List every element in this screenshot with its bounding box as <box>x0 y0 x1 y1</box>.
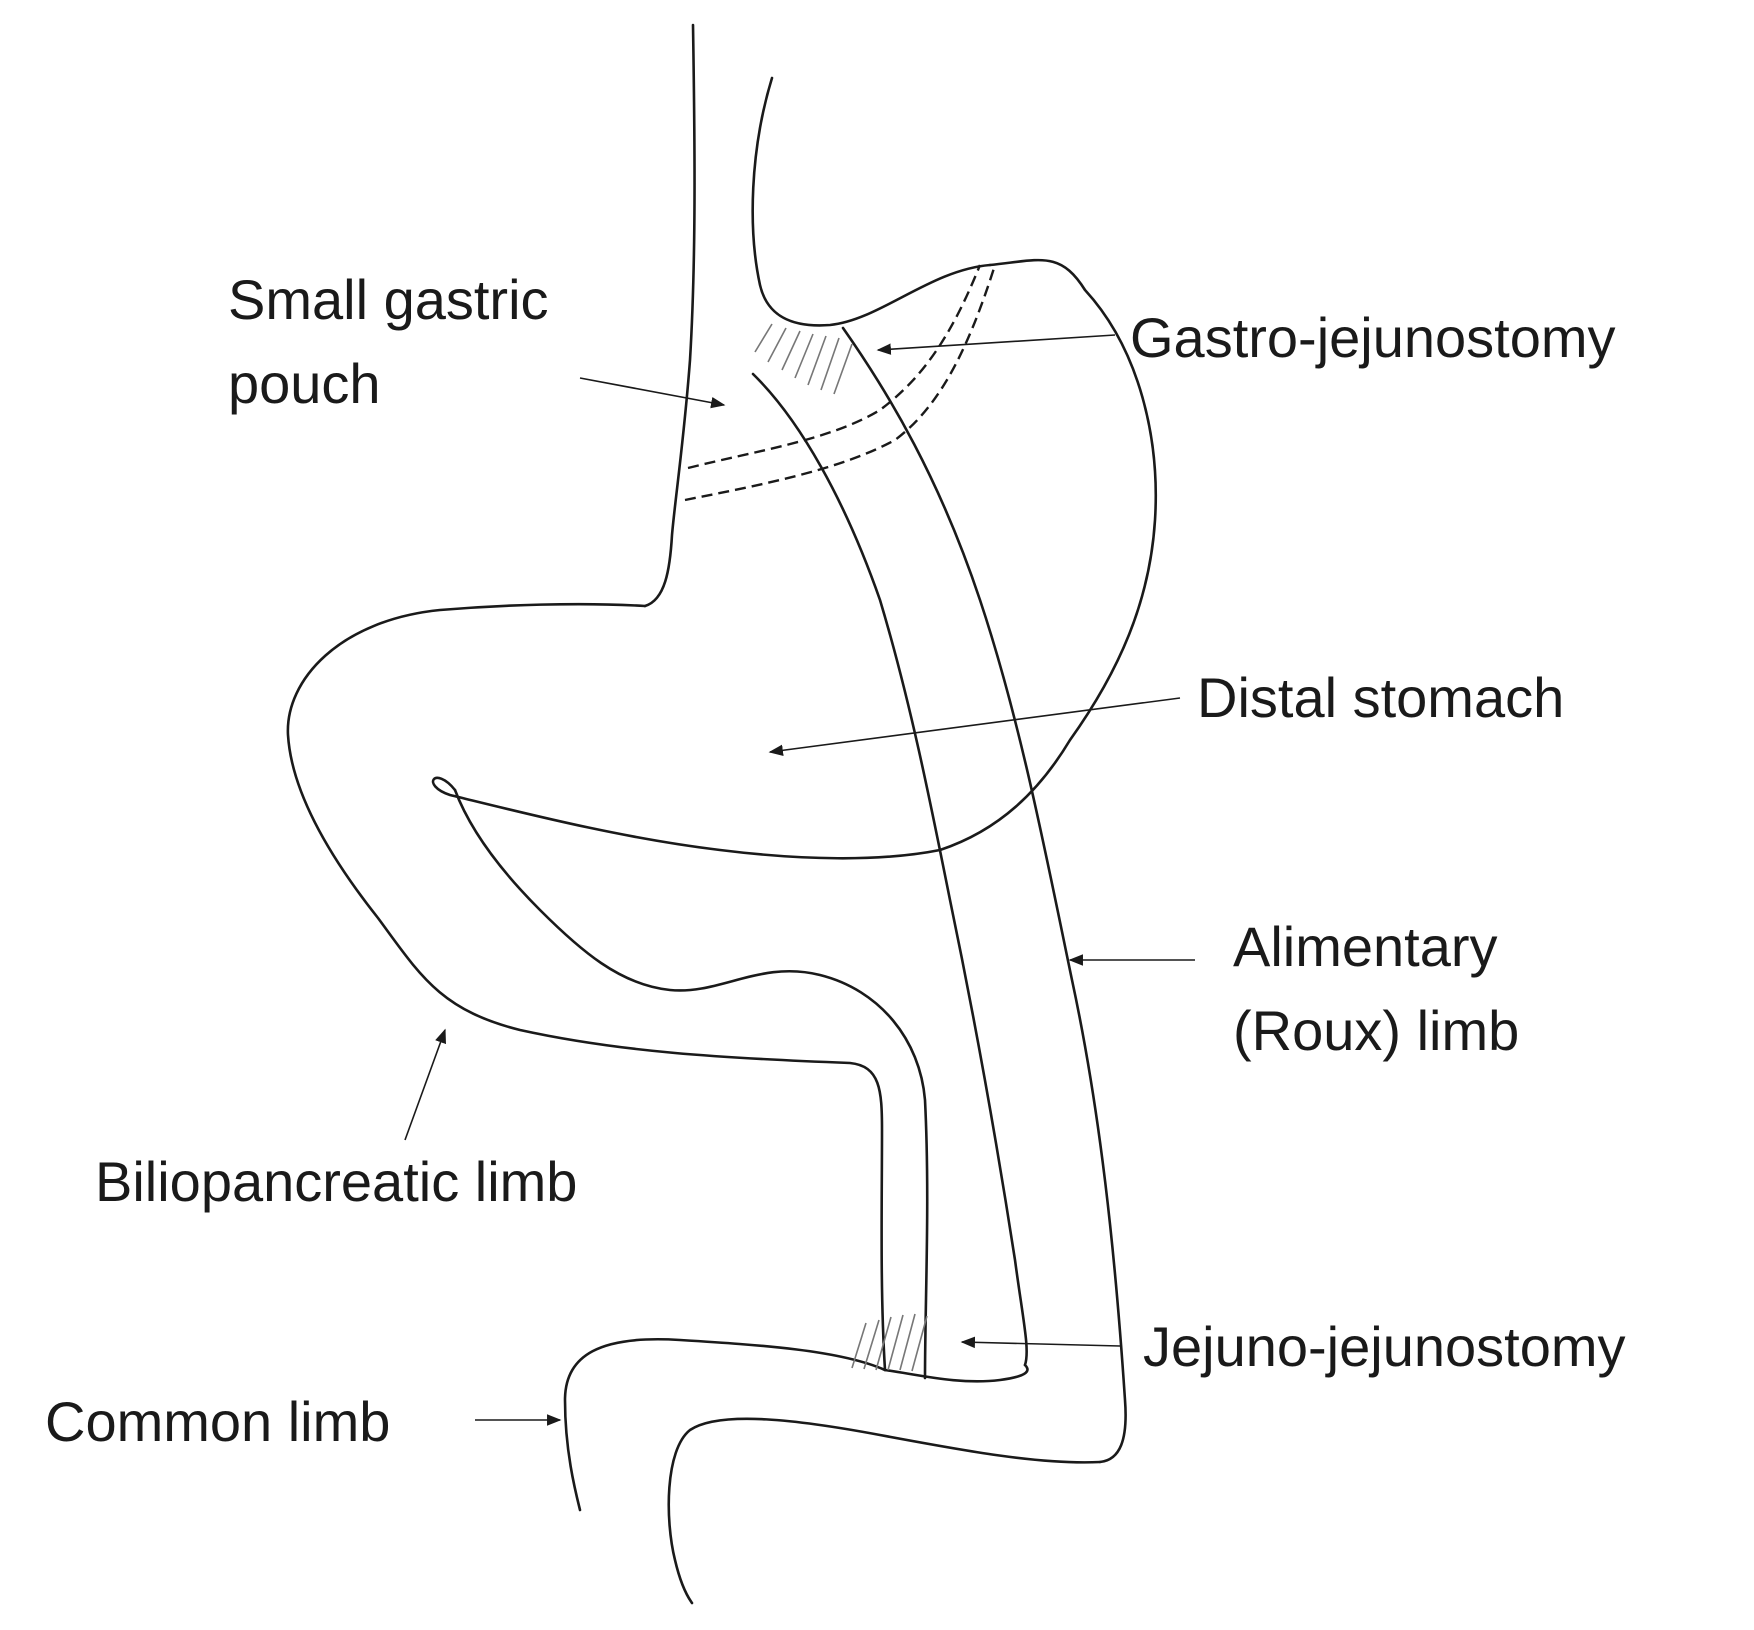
distal-stomach-arrow <box>768 697 1181 757</box>
common-limb-upper-wall <box>563 1337 887 1512</box>
small-gastric-pouch-label-line2: pouch <box>228 352 381 415</box>
alimentary-limb-label-line2: (Roux) limb <box>1233 999 1520 1062</box>
esophagus-left-wall <box>643 23 696 608</box>
common-limb-junction-wall <box>883 1363 1029 1383</box>
small-pouch-arrow <box>579 377 726 409</box>
staple-line-upper <box>687 264 982 470</box>
alimentary-limb-label: Alimentary (Roux) limb <box>1233 905 1519 1073</box>
distal-stomach-label: Distal stomach <box>1197 666 1565 729</box>
staple-line-lower <box>684 264 997 502</box>
jejuno-jejunostomy-hatching <box>851 1313 928 1372</box>
jejuno-jejunostomy-label: Jejuno-jejunostomy <box>1143 1315 1626 1378</box>
small-gastric-pouch-label-line1: Small gastric <box>228 268 549 331</box>
common-limb-lower-wall <box>667 1417 1102 1605</box>
biliopancreatic-limb-arrow <box>404 1028 446 1141</box>
distal-stomach-upper-wall <box>431 258 1157 860</box>
gastro-jejunostomy-hatching <box>754 323 853 395</box>
roux-limb-right-wall <box>841 326 1127 1464</box>
alimentary-limb-label-line1: Alimentary <box>1233 915 1498 978</box>
jejuno-jejunostomy-arrow <box>960 1336 1121 1349</box>
biliopancreatic-limb-inner-wall <box>453 788 929 1380</box>
esophagus-right-wall <box>751 76 992 327</box>
gastro-jejunostomy-label: Gastro-jejunostomy <box>1130 306 1616 369</box>
roux-limb-left-wall <box>751 372 1028 1367</box>
gastro-jejunostomy-arrow <box>876 334 1116 355</box>
small-gastric-pouch-label: Small gastric pouch <box>228 258 549 426</box>
biliopancreatic-limb-label: Biliopancreatic limb <box>95 1150 578 1213</box>
common-limb-label: Common limb <box>45 1390 391 1453</box>
distal-stomach-outline <box>286 602 887 1372</box>
